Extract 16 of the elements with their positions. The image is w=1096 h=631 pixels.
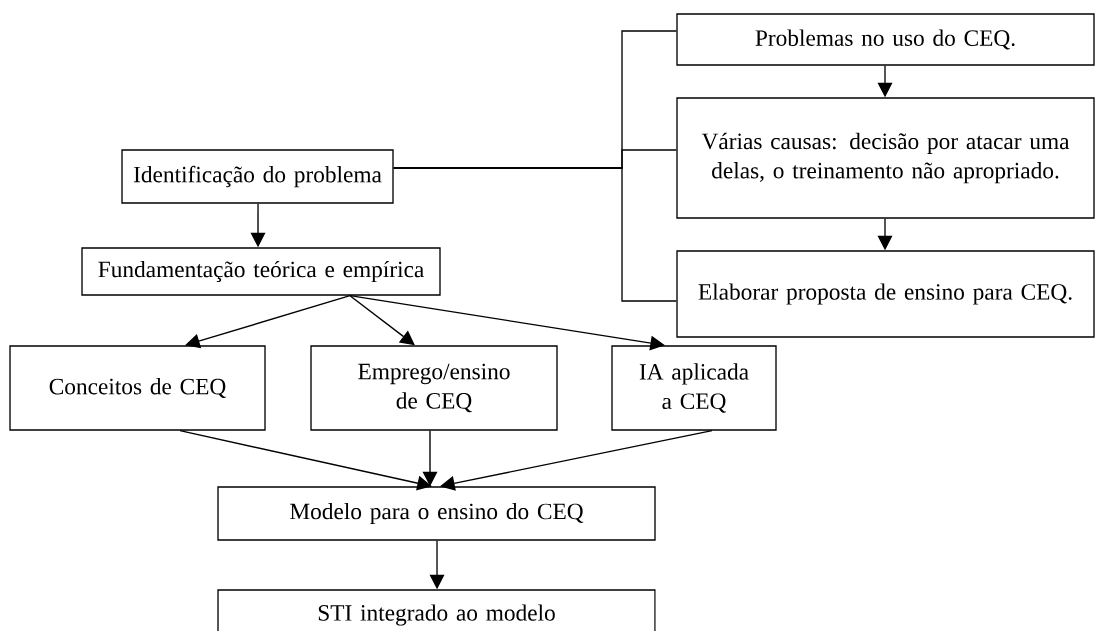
process-box: Elaborar proposta de ensino para CEQ. [676, 250, 1095, 338]
arrow [349, 295, 665, 351]
process-box: Conceitos de CEQ [9, 345, 266, 431]
arrow [349, 295, 415, 346]
arrow [440, 430, 713, 491]
process-box: Identificação do problema [121, 149, 394, 204]
arrow [185, 295, 351, 349]
arrow [179, 430, 432, 491]
process-box: Modelo para o ensino do CEQ [217, 486, 656, 541]
process-box: Problemas no uso do CEQ. [676, 13, 1095, 66]
process-box: STI integrado ao modelo [217, 589, 656, 631]
process-box: Emprego/ensino de CEQ [310, 345, 558, 431]
process-box: Fundamentação teórica e empírica [81, 247, 441, 296]
connector-line [393, 167, 677, 302]
process-box: IA aplicada a CEQ [611, 345, 777, 431]
process-box: Várias causas: decisão por atacar uma delas, o treinamento não apropriado. [676, 97, 1095, 219]
